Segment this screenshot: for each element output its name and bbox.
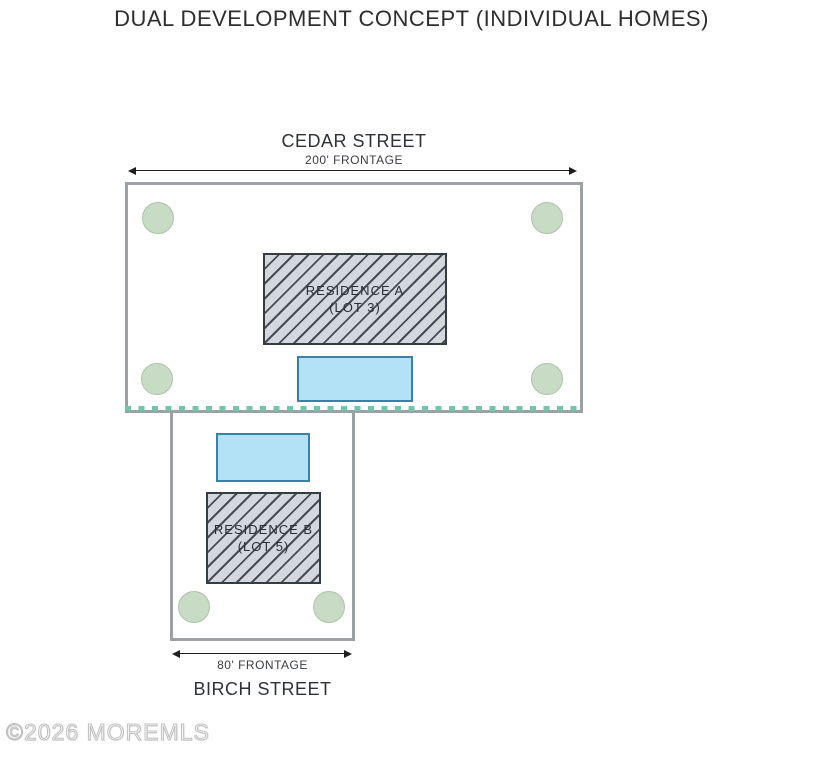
arrow-line (177, 653, 347, 654)
residence-b-lot-label: (LOT 5) (237, 539, 290, 554)
tree-icon (531, 202, 563, 234)
copyright-watermark: ©2026 MOREMLS (6, 719, 210, 746)
residence-a-building: RESIDENCE A (LOT 3) (263, 253, 447, 345)
driveway-a-area (297, 356, 413, 402)
birch-street-label: BIRCH STREET (193, 679, 332, 699)
residence-b-building: RESIDENCE B (LOT 5) (206, 492, 321, 584)
birch-frontage-dimension-arrow (172, 650, 352, 658)
cedar-street-label: CEDAR STREET (281, 131, 427, 151)
birch-frontage-label: 80' FRONTAGE (217, 658, 308, 672)
tree-icon (531, 363, 563, 395)
arrow-right-head-icon (569, 167, 577, 175)
cedar-frontage-dimension-arrow (128, 167, 577, 175)
driveway-b-area (216, 433, 310, 482)
tree-icon (141, 363, 173, 395)
tree-icon (178, 591, 210, 623)
shared-boundary-dashed-line (125, 406, 583, 411)
residence-a-label: RESIDENCE A (305, 283, 405, 298)
residence-b-label: RESIDENCE B (213, 522, 314, 537)
arrow-right-head-icon (344, 650, 352, 658)
cedar-frontage-label: 200' FRONTAGE (305, 153, 403, 167)
tree-icon (313, 591, 345, 623)
tree-icon (142, 202, 174, 234)
arrow-left-head-icon (172, 650, 180, 658)
arrow-line (133, 170, 572, 171)
arrow-left-head-icon (128, 167, 136, 175)
page-title: DUAL DEVELOPMENT CONCEPT (INDIVIDUAL HOM… (114, 6, 709, 31)
residence-a-lot-label: (LOT 3) (329, 300, 381, 315)
